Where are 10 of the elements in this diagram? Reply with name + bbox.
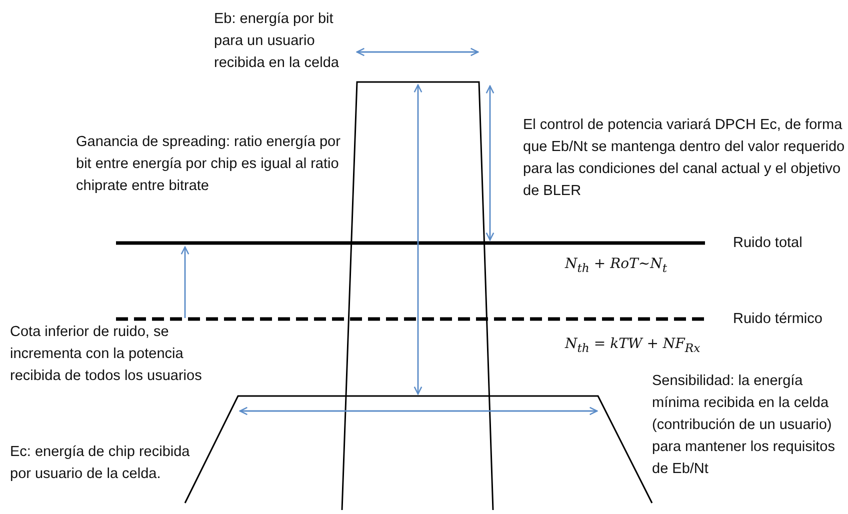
- annotation-text: Eb: energía por bit para un usuario recibida en la celda: [214, 10, 340, 73]
- formula: N$_{th}$ = kTW + NF$_{Rx}$: [565, 335, 700, 357]
- annotation-text: El control de potencia variará DPCH Ec, de forma que Eb/Nt se mantenga dentro del valor requerido para las condiciones del canal actual y el objetivo de BLER: [523, 116, 845, 201]
- annotation-text: Sensibilidad: la energía mínima recibida en la celda (contribución de un usuario) para mantener los requisitos de Eb/Nt: [652, 372, 836, 479]
- annotation-text: Cota inferior de ruido, se incrementa con la potencia recibida de todos los usuarios: [10, 323, 203, 386]
- annotation-text: Ec: energía de chip recibida por usuario de la celda.: [10, 443, 190, 484]
- annotation-text: Ganancia de spreading: ratio energía por bit entre energía por chip es igual al ratio chiprate entre bitrate: [76, 133, 342, 196]
- formula: N$_{th}$ + RoT~N$_{t}$: [565, 255, 668, 277]
- line-label: Ruido total: [733, 234, 802, 253]
- line-label: Ruido térmico: [733, 310, 822, 329]
